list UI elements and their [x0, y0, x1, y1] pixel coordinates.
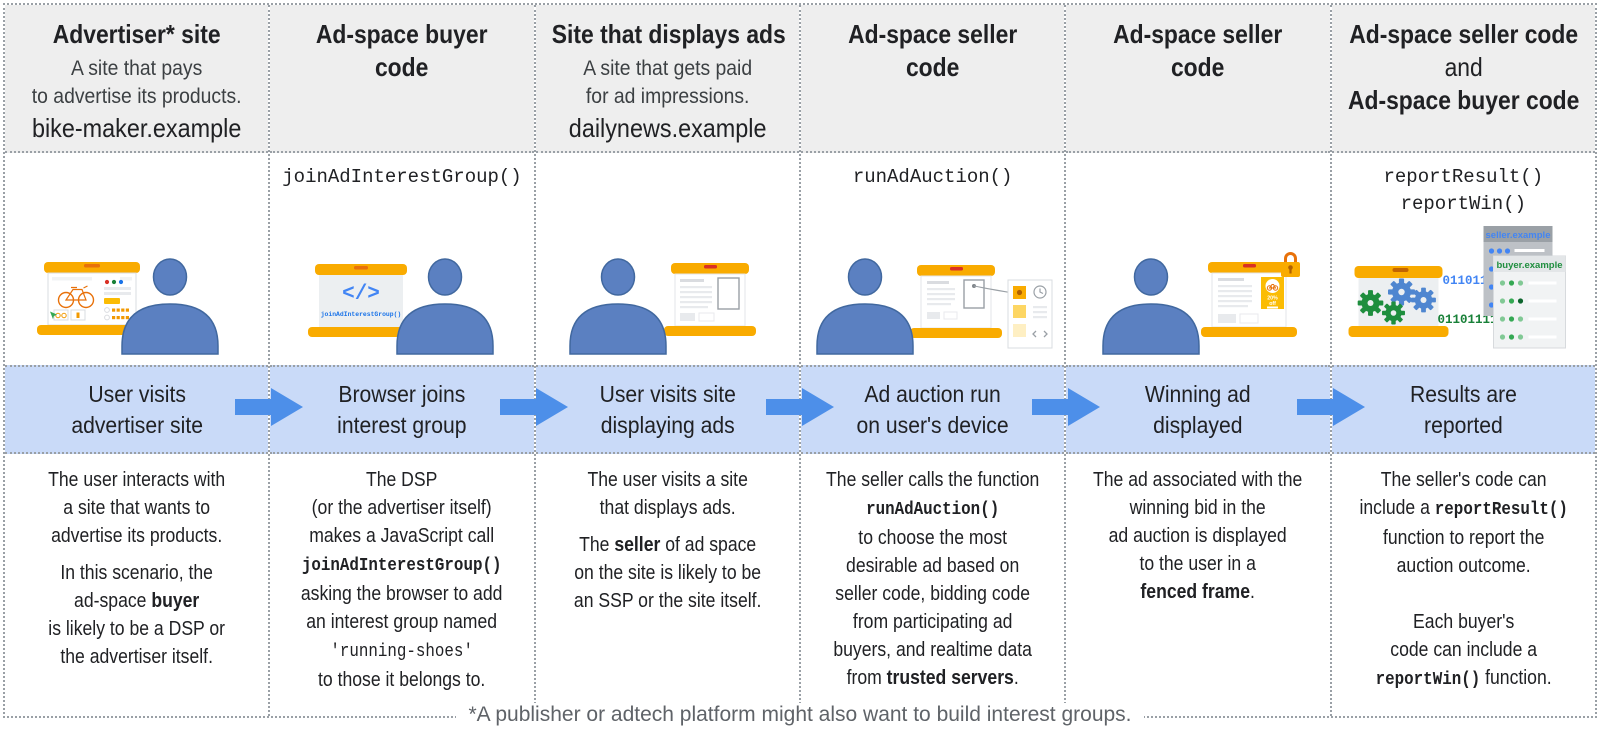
person-icon — [815, 258, 914, 355]
binary-blue: 0110111 — [1443, 274, 1496, 288]
code-brackets-icon — [1031, 330, 1048, 338]
svg-text:buyer.example: buyer.example — [1497, 260, 1563, 271]
illustration-ad-auction: runAdAuction() — [801, 153, 1064, 365]
header-advertiser-site: Advertiser* site A site that pays to adv… — [5, 5, 269, 153]
step-band: User visits site displaying ads — [535, 365, 799, 454]
illustration-reporting: reportResult() reportWin() — [1332, 153, 1595, 365]
step-band: Winning ad displayed — [1066, 365, 1330, 454]
binary-green: 011011110 — [1438, 313, 1506, 327]
laptop-icon — [664, 263, 757, 336]
step-label: User visits site displaying ads — [599, 381, 736, 438]
code-screen-icon: </> joinAdInterestGroup() — [307, 264, 414, 337]
column-subtitle: A site that pays to advertise its produc… — [31, 56, 242, 108]
example-domain: bike-maker.example — [31, 113, 242, 143]
column-subtitle: A site that gets paid for ad impressions… — [582, 56, 752, 108]
ad-slot — [717, 277, 741, 310]
svg-text:off: off — [1269, 301, 1276, 307]
step-band: Browser joins interest group — [270, 365, 534, 454]
lock-icon — [1280, 252, 1300, 277]
step-label: User visits advertiser site — [70, 381, 203, 438]
step-label: Ad auction run on user's device — [856, 381, 1009, 438]
illustration-buyer-code: joinAdInterestGroup() </> joinAdInterest… — [270, 153, 533, 365]
auction-panel-icon — [1007, 279, 1053, 349]
step-band: Ad auction run on user's device — [800, 365, 1065, 454]
header-display-site: Site that displays ads A site that gets … — [535, 5, 799, 153]
code-label: runAdAuction() — [852, 166, 1013, 188]
illustration-winning-ad: 20% off — [1066, 153, 1329, 365]
laptop-icon — [909, 265, 1014, 338]
svg-text:seller.example: seller.example — [1486, 230, 1551, 241]
bike-icon — [57, 285, 94, 309]
gear-icon — [1357, 278, 1437, 325]
code-glyph: </> — [342, 283, 380, 306]
code-label: reportResult() reportWin() — [1383, 166, 1544, 215]
illustration-display-site — [536, 153, 799, 365]
illustration-advertiser-site — [5, 153, 268, 365]
gears-laptop-icon — [1348, 266, 1449, 337]
svg-text:20%: 20% — [1267, 296, 1278, 302]
example-domain: dailynews.example — [568, 113, 767, 143]
step-label: Browser joins interest group — [337, 381, 467, 438]
screen-code-text: joinAdInterestGroup() — [321, 311, 402, 318]
footnote: *A publisher or adtech platform might al… — [0, 703, 1600, 727]
clock-icon — [1033, 285, 1047, 299]
person-icon — [396, 258, 494, 355]
code-label: joinAdInterestGroup() — [282, 166, 522, 188]
person-icon — [1102, 258, 1200, 355]
step-label: Results are reported — [1409, 381, 1517, 438]
description-buyer-code: The DSP(or the advertiser itself)makes a… — [301, 469, 503, 691]
diagram-grid: Advertiser* site A site that pays to adv… — [3, 3, 1597, 718]
person-icon — [569, 258, 668, 355]
laptop-icon — [36, 262, 147, 335]
column-title: Advertiser* site — [52, 19, 221, 49]
column-advertiser-site: Advertiser* site A site that pays to adv… — [5, 5, 271, 716]
cursor-icon — [49, 311, 57, 320]
winning-ad-icon: 20% off — [1260, 277, 1284, 309]
column-display-site: Site that displays ads A site that gets … — [535, 5, 801, 716]
step-band: User visits advertiser site — [5, 365, 269, 454]
column-title: Site that displays ads — [551, 19, 786, 49]
step-band: Results are reported — [1331, 365, 1595, 454]
buyer-server-icon: buyer.example — [1493, 255, 1567, 349]
step-label: Winning ad displayed — [1145, 381, 1251, 438]
